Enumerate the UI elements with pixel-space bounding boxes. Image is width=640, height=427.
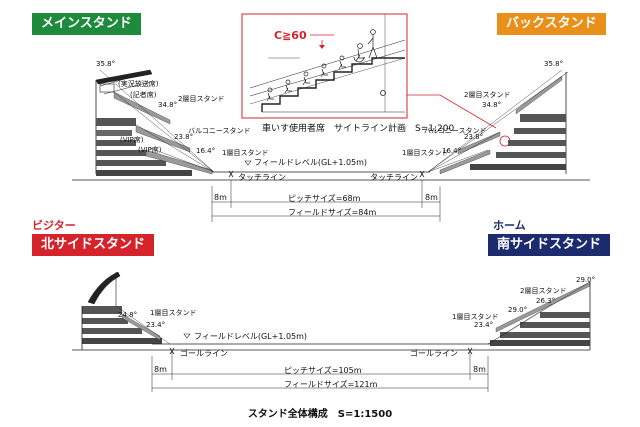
broadcast-label: (実況放送席) bbox=[118, 80, 159, 88]
second-tier-right-lower: 2層目スタンド bbox=[520, 287, 567, 295]
angle-top-left: 35.8° bbox=[96, 60, 116, 68]
lower-margin-left: 8m bbox=[154, 365, 167, 374]
south-stand-tag: 南サイドスタンド bbox=[488, 234, 611, 256]
main-stand-tag: メインスタンド bbox=[32, 13, 141, 35]
angle-234-right: 23.4° bbox=[474, 321, 494, 329]
upper-margin-right: 8m bbox=[425, 193, 438, 202]
home-label: ホーム bbox=[493, 219, 526, 232]
lower-first-tier-right: 1層目スタンド bbox=[452, 313, 499, 321]
touchline-left: タッチライン bbox=[238, 173, 286, 182]
second-tier-left: 2層目スタンド bbox=[178, 95, 225, 103]
angle-234-left: 23.4° bbox=[146, 321, 166, 329]
lower-margin-right: 8m bbox=[473, 365, 486, 374]
angle-238-right: 23.8° bbox=[464, 133, 484, 141]
goal-line-left: ゴールライン bbox=[180, 349, 228, 358]
pitch-size-upper: ピッチサイズ=68m bbox=[288, 194, 361, 203]
vip-room-label: (VIP席) bbox=[120, 136, 144, 144]
wheelchair-detail-box bbox=[241, 13, 408, 119]
field-size-lower: フィールドサイズ=121m bbox=[284, 380, 378, 389]
visitor-label: ビジター bbox=[32, 219, 76, 232]
back-stand-shape bbox=[427, 69, 569, 175]
angle-348-left: 34.8° bbox=[158, 101, 178, 109]
main-stand-shape bbox=[95, 69, 215, 176]
touchline-right: タッチライン bbox=[370, 173, 418, 182]
angle-290-mid: 29.0° bbox=[508, 306, 528, 314]
detail-title: 車いす使用者席 サイトライン計画 S=1:200 bbox=[262, 124, 455, 134]
angle-238-left: 23.8° bbox=[174, 133, 194, 141]
field-size-upper: フィールドサイズ=84m bbox=[288, 208, 377, 217]
balcony-left: バルコニースタンド bbox=[188, 127, 251, 135]
angle-164-left: 16.4° bbox=[196, 147, 216, 155]
balcony-right: バルコニースタンド bbox=[424, 127, 487, 135]
lower-section bbox=[72, 271, 591, 392]
clearance-label: C≧60 bbox=[274, 29, 307, 42]
first-tier-right: 1層目スタンド bbox=[402, 149, 449, 157]
goal-line-right: ゴールライン bbox=[410, 349, 458, 358]
vip-seat-label: (VIP席) bbox=[138, 146, 162, 154]
field-level-upper: フィールドレベル(GL+1.05m) bbox=[254, 158, 368, 167]
field-level-lower: フィールドレベル(GL+1.05m) bbox=[194, 332, 308, 341]
back-stand-tag: バックスタンド bbox=[497, 13, 606, 35]
lower-first-tier-left: 1層目スタンド bbox=[150, 309, 197, 317]
first-tier-left: 1層目スタンド bbox=[222, 149, 269, 157]
pitch-size-lower: ピッチサイズ=105m bbox=[284, 366, 362, 375]
angle-248: 24.8° bbox=[118, 311, 138, 319]
angle-164-right: 16.4° bbox=[442, 147, 462, 155]
south-stand-shape bbox=[487, 281, 591, 350]
upper-margin-left: 8m bbox=[214, 193, 227, 202]
north-stand-tag: 北サイドスタンド bbox=[32, 234, 155, 256]
angle-263: 26.3° bbox=[536, 297, 556, 305]
second-tier-right: 2層目スタンド bbox=[464, 91, 511, 99]
drawing-caption: スタンド全体構成 S=1:1500 bbox=[247, 409, 393, 420]
press-label: (記者席) bbox=[130, 91, 157, 99]
angle-top-right: 35.8° bbox=[544, 60, 564, 68]
angle-290-top: 29.0° bbox=[576, 276, 596, 284]
upper-section bbox=[72, 69, 590, 222]
north-stand-shape bbox=[81, 271, 171, 350]
angle-348-right: 34.8° bbox=[482, 101, 502, 109]
